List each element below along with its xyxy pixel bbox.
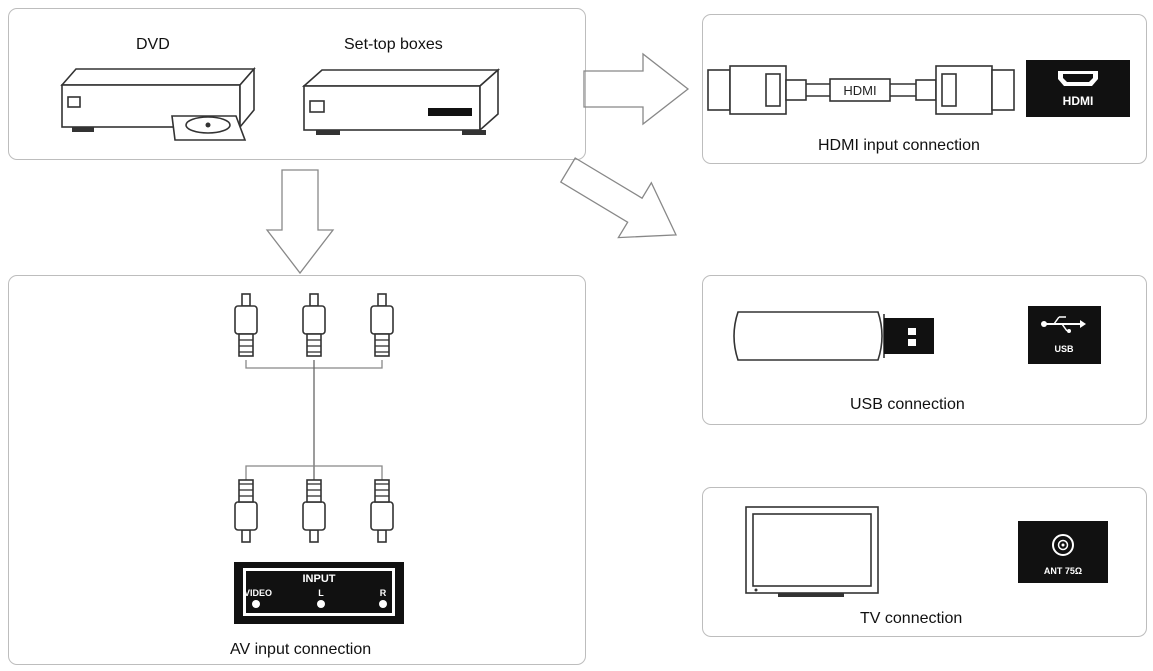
rca-plug-icon [234,479,258,543]
rca-plug-icon [234,293,258,357]
av-input-panel-icon [234,562,404,624]
av-top-plugs-icon [245,360,383,480]
arrow-to-hdmi-icon [583,52,690,126]
rca-plug-icon [302,479,326,543]
usb-caption: USB connection [850,396,965,413]
av-jack-r: R [380,588,387,598]
dvd-player-icon [60,66,256,141]
hdmi-cable-icon [707,65,1015,115]
antenna-port-icon [1018,521,1108,583]
rca-plug-icon [370,479,394,543]
av-caption: AV input connection [230,641,372,658]
rca-plugs-bottom [234,479,394,543]
set-top-box-label: Set-top boxes [344,36,443,53]
usb-port-icon [1028,306,1101,364]
arrow-to-av-icon [265,169,335,275]
hdmi-port-label: HDMI [1063,94,1094,108]
av-jack-video: VIDEO [244,588,272,598]
usb-stick-icon [733,311,934,361]
av-input-title: INPUT [303,573,336,585]
hdmi-port-icon [1026,60,1130,117]
hdmi-cable-label: HDMI [843,83,876,98]
av-jack-l: L [318,588,324,598]
set-top-box-icon [301,68,501,135]
antenna-port-label: ANT 75Ω [1044,566,1082,576]
rca-plug-icon [302,293,326,357]
rca-plugs-top [234,293,394,357]
tv-icon [745,506,879,597]
hdmi-caption: HDMI input connection [818,137,980,154]
tv-caption: TV connection [860,610,963,627]
rca-plug-icon [370,293,394,357]
usb-port-label: USB [1054,344,1074,354]
dvd-label: DVD [136,36,170,53]
arrow-to-usb-icon [559,157,678,239]
